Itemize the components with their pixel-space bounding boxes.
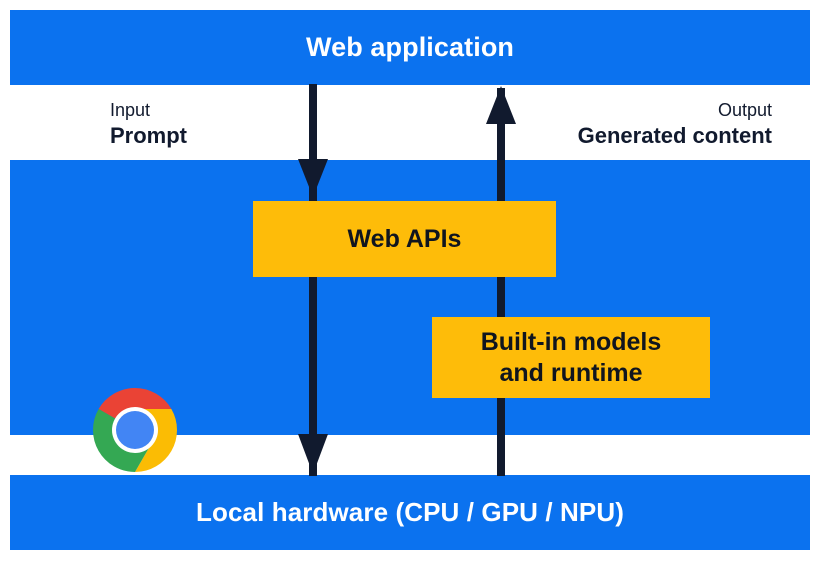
annotation-input-value: Prompt xyxy=(110,122,187,148)
annotation-output-kind: Output xyxy=(717,100,772,120)
chrome-logo-icon xyxy=(92,388,178,472)
annotation-output-value: Generated content xyxy=(577,122,772,148)
annotation-input-kind: Input xyxy=(110,100,151,120)
component-builtin-models-line2: and runtime xyxy=(499,358,643,387)
arrow-down-icon xyxy=(296,84,330,476)
arrow-up-icon xyxy=(484,84,518,476)
layer-local-hardware: Local hardware (CPU / GPU / NPU) xyxy=(10,475,810,550)
annotation-output: Output Generated content xyxy=(578,99,772,149)
component-web-apis: Web APIs xyxy=(253,201,556,277)
component-builtin-models: Built-in models and runtime xyxy=(432,317,710,398)
layer-local-hardware-label: Local hardware (CPU / GPU / NPU) xyxy=(196,497,624,527)
component-web-apis-label: Web APIs xyxy=(347,224,462,253)
component-builtin-models-line1: Built-in models xyxy=(480,328,662,356)
annotation-input: Input Prompt xyxy=(110,99,187,149)
layer-web-application: Web application xyxy=(10,10,810,85)
component-builtin-models-label: Built-in models and runtime xyxy=(481,327,662,388)
layer-web-application-label: Web application xyxy=(305,32,515,62)
